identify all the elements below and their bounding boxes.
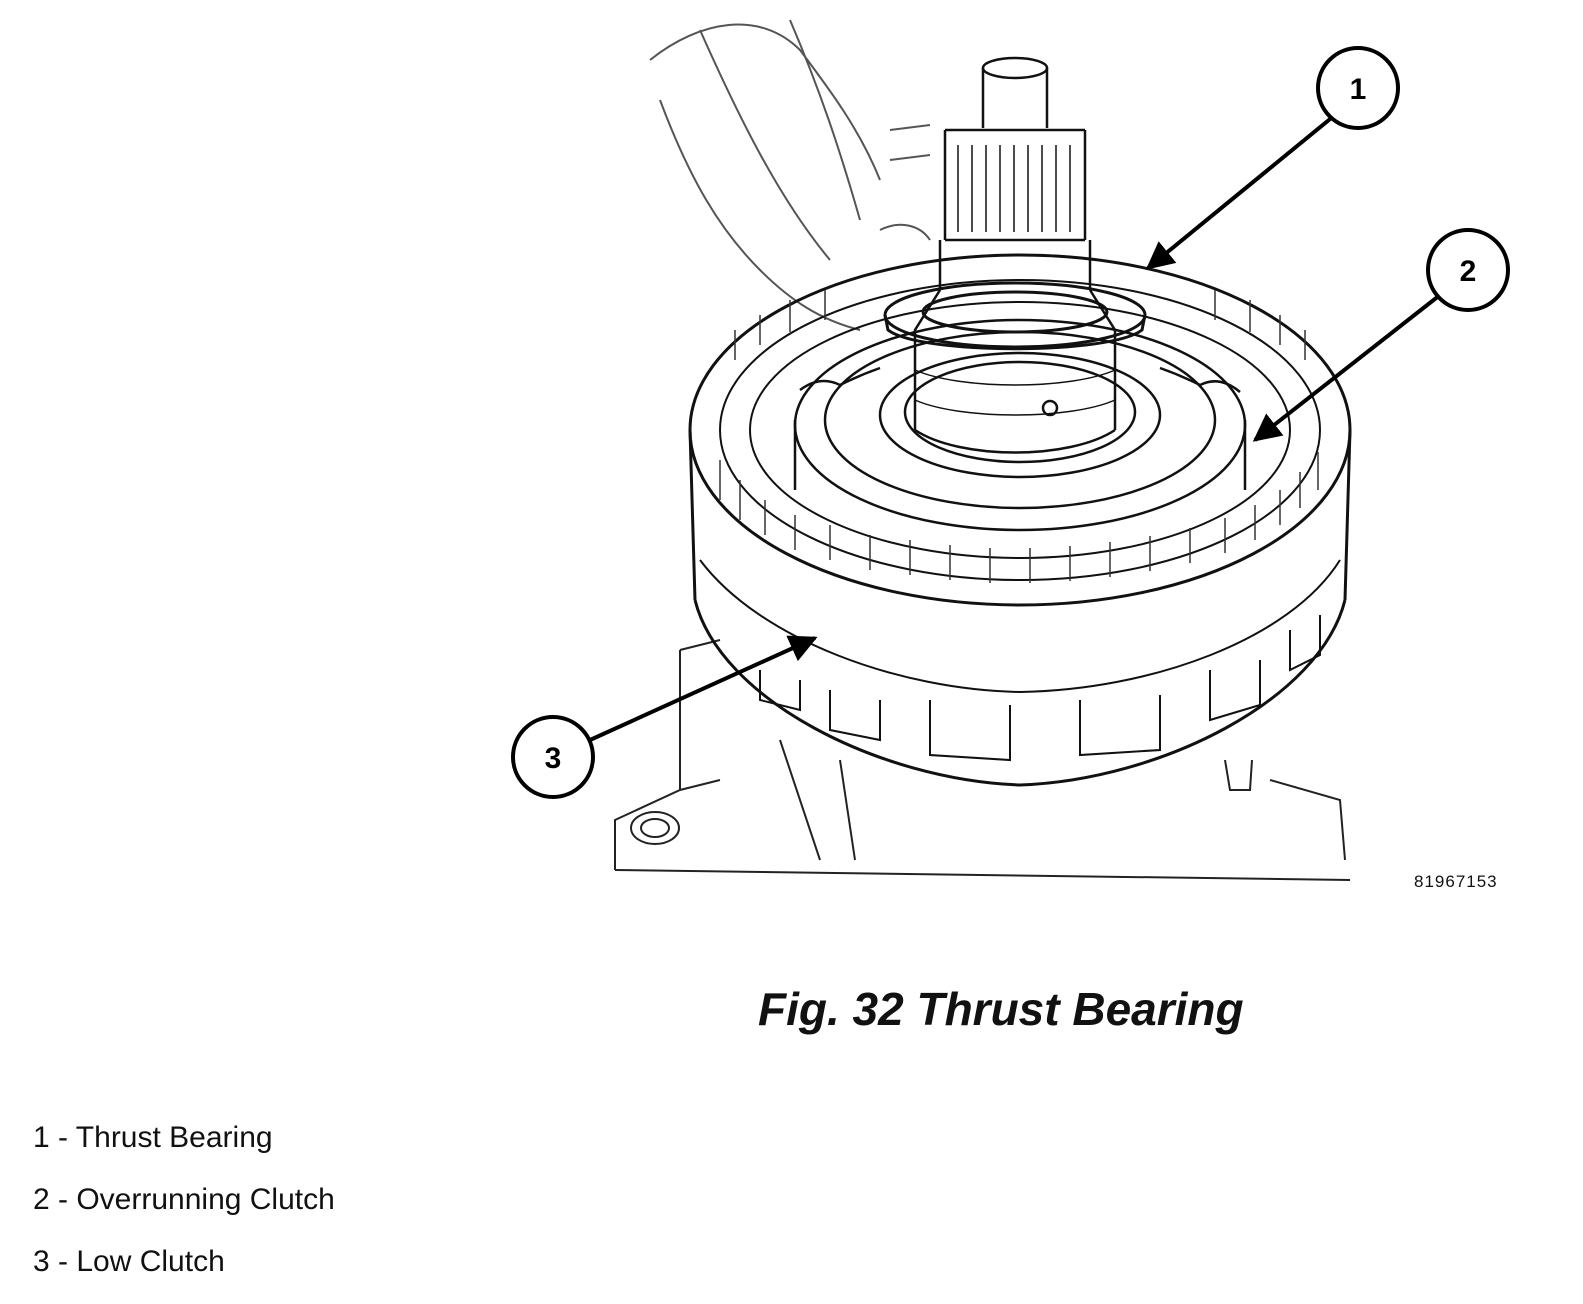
svg-text:2: 2 — [1460, 255, 1477, 288]
legend-item: 3 - Low Clutch — [33, 1245, 225, 1278]
figure-id: 81967153 — [1414, 872, 1498, 891]
legend-item: 2 - Overrunning Clutch — [33, 1183, 335, 1216]
low-clutch-drum — [688, 253, 1352, 787]
overrunning-clutch — [793, 318, 1247, 532]
svg-text:3: 3 — [545, 742, 562, 775]
callout-2: 2 — [1426, 228, 1510, 312]
leader-arrows — [589, 113, 1442, 742]
thrust-bearing — [883, 281, 1147, 351]
thrust-bearing-illustration: 1 2 3 — [511, 19, 1510, 881]
svg-text:1: 1 — [1350, 73, 1367, 106]
callout-3: 3 — [511, 715, 595, 799]
hand-sketch — [649, 19, 931, 331]
parts-legend: 1 - Thrust Bearing 2 - Overrunning Clutc… — [33, 1118, 335, 1304]
figure-caption: Fig. 32 Thrust Bearing — [758, 983, 1244, 1035]
spline-teeth — [719, 290, 1319, 583]
callout-1: 1 — [1316, 46, 1400, 130]
housing-outline — [614, 639, 1351, 881]
legend-item: 1 - Thrust Bearing — [33, 1121, 273, 1154]
